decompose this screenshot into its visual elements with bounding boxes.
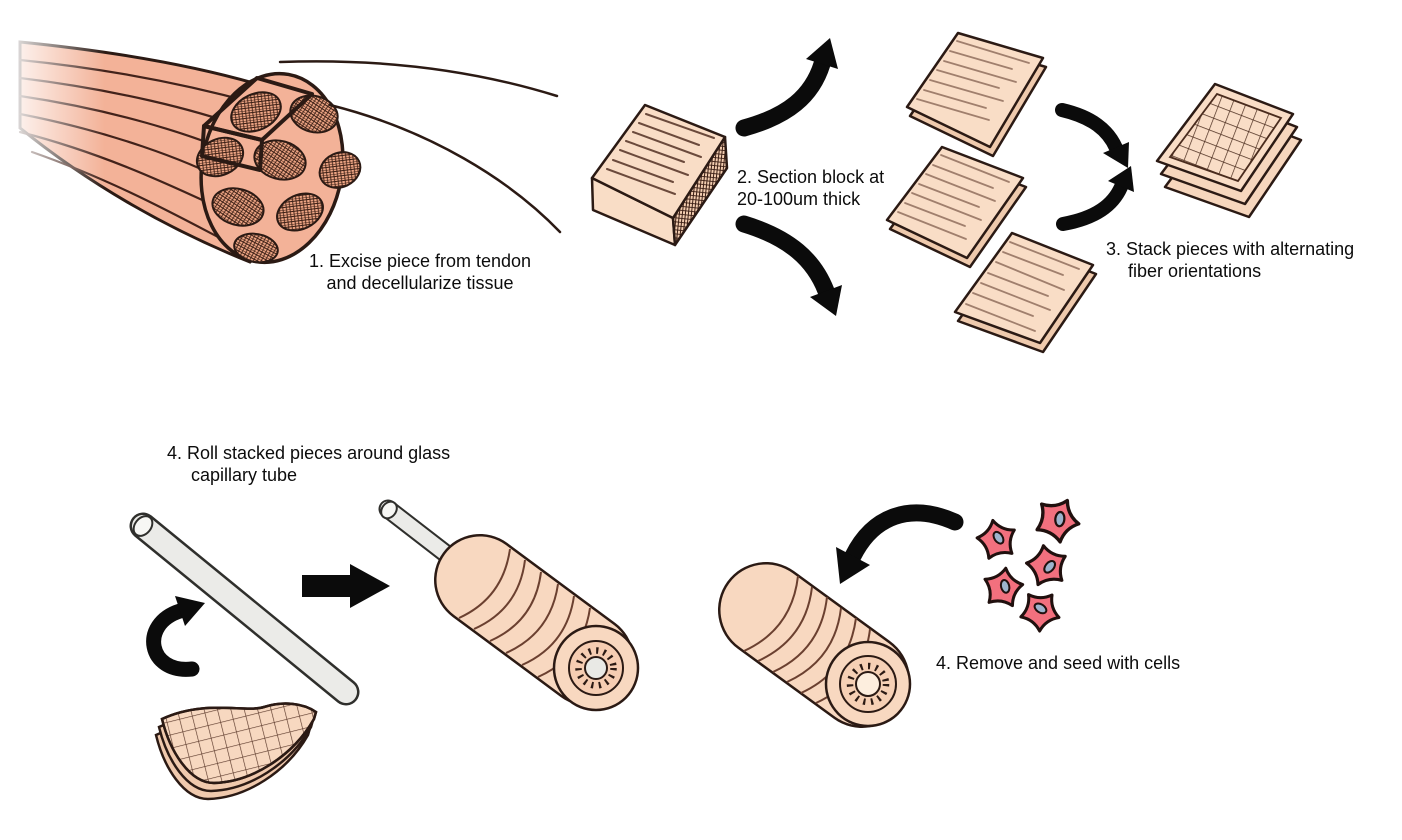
roll-rotation-arrow-icon xyxy=(146,596,205,677)
step4-seed-caption-line1: 4. Remove and seed with cells xyxy=(936,653,1181,673)
cell xyxy=(972,515,1021,562)
arrow-down-right-icon xyxy=(735,215,842,316)
tissue-section-2 xyxy=(885,145,1028,269)
arrow-up-right-icon xyxy=(735,38,838,137)
loose-fiber-strands xyxy=(278,60,562,234)
cell xyxy=(1021,537,1076,593)
step4-roll-caption-line1: 4. Roll stacked pieces around glass xyxy=(167,443,451,463)
glass-capillary-tube xyxy=(129,512,360,706)
step2-caption-line1: 2. Section block at xyxy=(737,167,885,187)
step1-caption-line1: 1. Excise piece from tendon xyxy=(308,251,532,271)
hollow-core xyxy=(855,671,881,697)
cell xyxy=(980,564,1027,609)
cell xyxy=(1011,582,1067,637)
roll-spiral-lines xyxy=(458,548,591,678)
step2-caption-line2: 20-100um thick xyxy=(737,189,861,209)
step4-roll-caption-line2: capillary tube xyxy=(191,465,298,485)
cells-cluster xyxy=(972,488,1088,637)
edge-fade xyxy=(0,25,105,265)
block-fiber-lines xyxy=(606,113,715,195)
arrow-right-icon xyxy=(302,564,390,608)
step2-caption: 2. Section block at 20-100um thick xyxy=(737,166,884,210)
seed-arrow-icon xyxy=(836,504,964,584)
step3-caption-line2: fiber orientations xyxy=(1128,261,1262,281)
excision-box-outline xyxy=(200,76,314,172)
cell xyxy=(1028,488,1088,548)
step4-roll-caption: 4. Roll stacked pieces around glass capi… xyxy=(167,442,450,486)
folded-stack xyxy=(154,702,318,801)
step1-caption: 1. Excise piece from tendon and decellul… xyxy=(298,250,542,294)
step1-caption-line2: and decellularize tissue xyxy=(326,273,514,293)
tissue-section-1 xyxy=(905,31,1048,158)
step3-caption: 3. Stack pieces with alternating fiber o… xyxy=(1106,238,1354,282)
step3-caption-line1: 3. Stack pieces with alternating xyxy=(1106,239,1355,259)
step4-seed-caption: 4. Remove and seed with cells xyxy=(936,652,1180,674)
converge-arrow-bottom-icon xyxy=(1056,166,1134,231)
excised-block xyxy=(590,103,729,247)
stacked-sections xyxy=(1155,82,1303,219)
tendon-cross-section xyxy=(0,25,562,265)
tissue-section-3 xyxy=(953,231,1098,354)
rolled-scaffold-on-tube xyxy=(378,499,640,712)
converge-arrow-top-icon xyxy=(1055,103,1129,168)
tube-core xyxy=(584,656,608,680)
removed-scaffold xyxy=(718,562,912,728)
